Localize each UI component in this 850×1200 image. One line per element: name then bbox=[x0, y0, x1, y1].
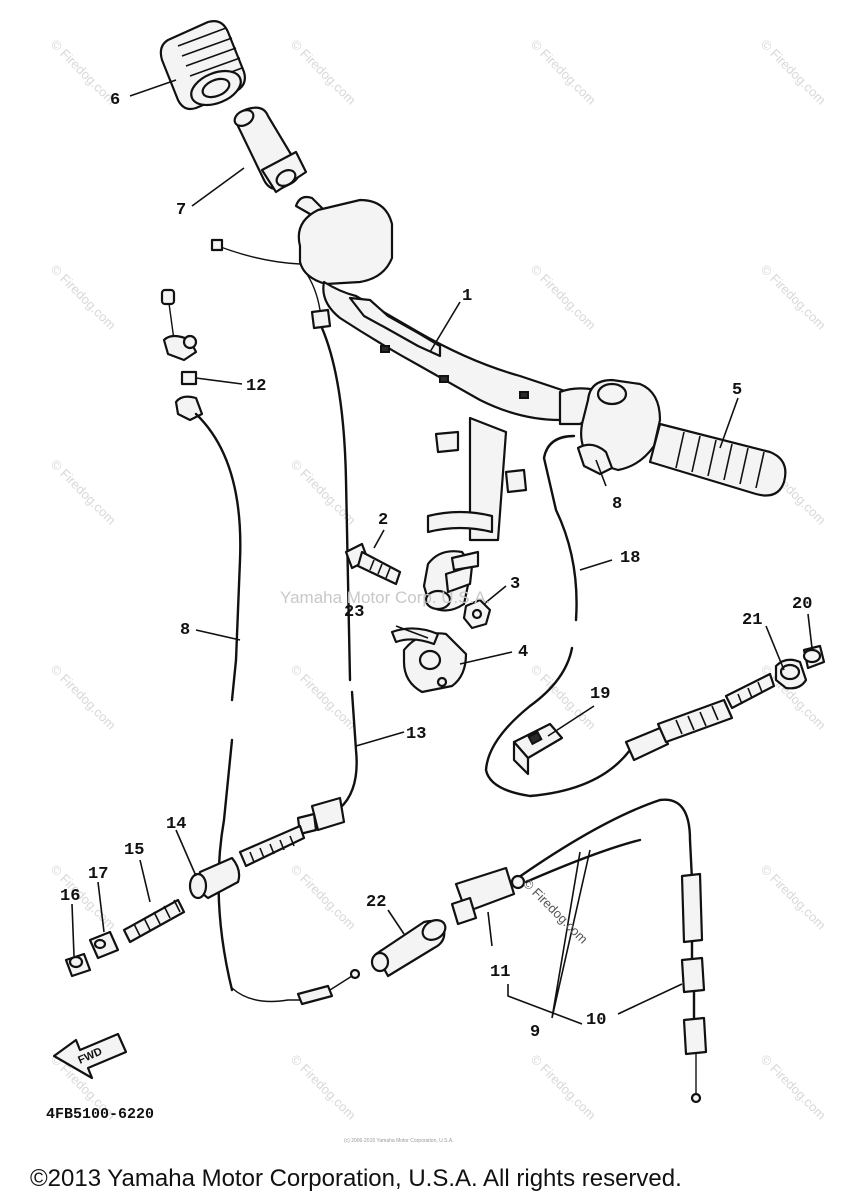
watermark: © Firedog.com bbox=[758, 37, 829, 108]
part-number: 1 bbox=[462, 287, 472, 306]
watermark: © Firedog.com bbox=[288, 457, 359, 528]
part-number: 16 bbox=[60, 887, 80, 906]
fwd-arrow-icon: FWD bbox=[52, 1032, 128, 1080]
right-grip bbox=[576, 378, 787, 497]
leader-lines bbox=[71, 79, 813, 1025]
part-number: 21 bbox=[742, 611, 762, 630]
sleeve-22 bbox=[370, 919, 447, 978]
part-number: 6 bbox=[110, 91, 120, 110]
watermark: © Firedog.com bbox=[288, 1052, 359, 1123]
cable-13 bbox=[238, 269, 358, 868]
watermark: © Firedog.com bbox=[48, 662, 119, 733]
watermark: © Firedog.com bbox=[48, 37, 119, 108]
part-number: 5 bbox=[732, 381, 742, 400]
clamp-cap bbox=[390, 627, 468, 694]
part-number: 19 bbox=[590, 685, 610, 704]
copyright-line: ©2013 Yamaha Motor Corporation, U.S.A. A… bbox=[30, 1165, 682, 1192]
watermark: © Firedog.com bbox=[48, 262, 119, 333]
part-number: 15 bbox=[124, 841, 144, 860]
tiny-notice: (c) 2006-2015 Yamaha Motor Corporation, … bbox=[344, 1138, 454, 1144]
part-number: 23 bbox=[344, 603, 364, 622]
cable-8 bbox=[160, 238, 361, 1006]
part-number: 4 bbox=[518, 643, 528, 662]
left-grip bbox=[159, 20, 246, 111]
part-number: 3 bbox=[510, 575, 520, 594]
throttle-grip bbox=[233, 106, 308, 194]
handlebar bbox=[294, 195, 602, 612]
watermark: © Firedog.com bbox=[288, 662, 359, 733]
nut-3 bbox=[462, 598, 492, 630]
watermark: © Firedog.com bbox=[48, 457, 119, 528]
part-number: 20 bbox=[792, 595, 812, 614]
bolt-2 bbox=[344, 542, 402, 586]
watermark: © Firedog.com bbox=[758, 1052, 829, 1123]
part-number: 11 bbox=[490, 963, 510, 982]
part-number: 8 bbox=[612, 495, 622, 514]
part-number: 7 bbox=[176, 201, 186, 220]
part-number: 18 bbox=[620, 549, 640, 568]
adjuster-parts bbox=[64, 856, 241, 978]
part-number: 8 bbox=[180, 621, 190, 640]
part-number: 10 bbox=[586, 1011, 606, 1030]
clip-19 bbox=[512, 722, 564, 776]
part-number-labels: 6 7 1 5 8 12 2 3 23 4 18 21 20 19 8 13 1… bbox=[60, 91, 812, 1042]
part-number: 9 bbox=[530, 1023, 540, 1042]
watermark: © Firedog.com bbox=[288, 37, 359, 108]
center-watermark: Yamaha Motor Corp. U.S.A. bbox=[280, 588, 490, 607]
cable-9-10 bbox=[450, 798, 708, 1104]
watermark: © Firedog.com bbox=[758, 862, 829, 933]
watermark: © Firedog.com bbox=[528, 1052, 599, 1123]
part-number: 22 bbox=[366, 893, 386, 912]
part-number: 17 bbox=[88, 865, 108, 884]
watermark: © Firedog.com bbox=[528, 262, 599, 333]
watermark: © Firedog.com bbox=[288, 862, 359, 933]
cable-18 bbox=[484, 434, 776, 798]
watermark: © Firedog.com bbox=[758, 262, 829, 333]
part-number: 2 bbox=[378, 511, 388, 530]
part-number: 13 bbox=[406, 725, 426, 744]
part-number: 14 bbox=[166, 815, 186, 834]
watermark: © Firedog.com bbox=[528, 37, 599, 108]
diagram-code: 4FB5100-6220 bbox=[46, 1106, 154, 1123]
part-number: 12 bbox=[246, 377, 266, 396]
site-mark: © Firedog.com bbox=[520, 876, 591, 947]
